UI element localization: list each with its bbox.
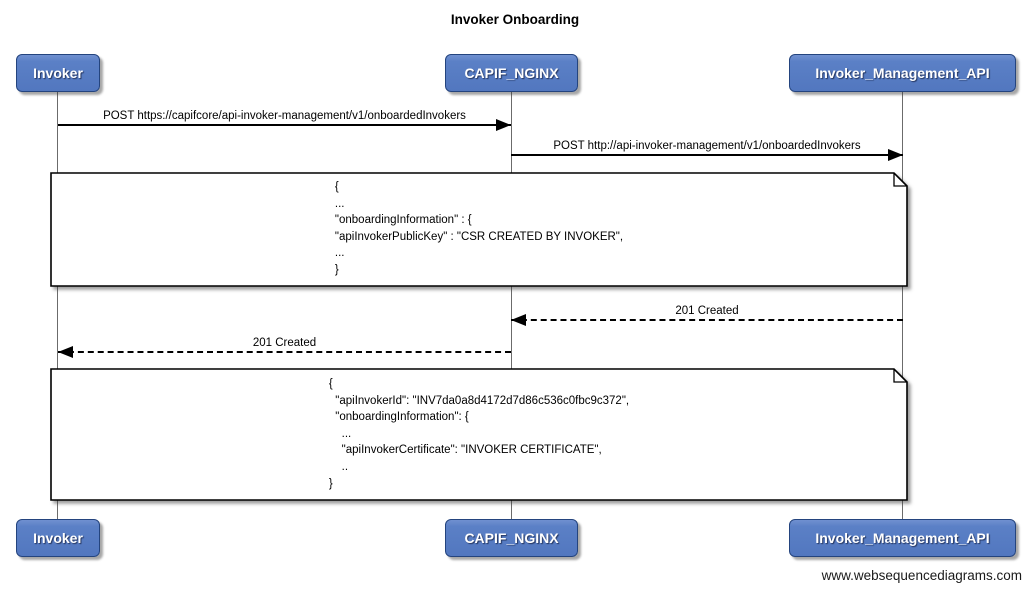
- diagram-title: Invoker Onboarding: [450, 12, 580, 27]
- message-label: 201 Created: [675, 305, 739, 317]
- actor-bottom-invoker: Invoker: [16, 519, 100, 557]
- message-line: [58, 351, 511, 353]
- actor-label: Invoker: [33, 65, 83, 81]
- message-line: [58, 124, 511, 126]
- watermark: www.websequencediagrams.com: [821, 568, 1022, 583]
- note-fold-icon: [893, 369, 907, 383]
- lifeline-invoker: [57, 92, 58, 519]
- message-label: POST https://capifcore/api-invoker-manag…: [103, 110, 466, 122]
- note-shape: [50, 368, 908, 501]
- message-label: POST http://api-invoker-management/v1/on…: [553, 140, 861, 152]
- actor-top-invoker: Invoker: [16, 54, 100, 92]
- actor-label: CAPIF_NGINX: [464, 65, 559, 81]
- message-label: 201 Created: [252, 337, 317, 349]
- note-text: { "apiInvokerId": "INV7da0a8d4172d7d86c5…: [328, 378, 630, 490]
- actor-label: Invoker: [33, 530, 83, 546]
- lifeline-capif-nginx: [511, 92, 512, 519]
- message-line: [511, 154, 903, 156]
- arrowhead-left-icon: [58, 346, 73, 358]
- actor-label: Invoker_Management_API: [815, 530, 990, 546]
- note-request-body: { ... "onboardingInformation" : { "apiIn…: [50, 172, 908, 287]
- note-shape: [50, 172, 908, 287]
- note-response-body: { "apiInvokerId": "INV7da0a8d4172d7d86c5…: [50, 368, 908, 501]
- actor-label: CAPIF_NGINX: [464, 530, 559, 546]
- arrowhead-right-icon: [496, 119, 511, 131]
- actor-top-invoker-management-api: Invoker_Management_API: [789, 54, 1016, 92]
- actor-bottom-invoker-management-api: Invoker_Management_API: [789, 519, 1016, 557]
- actor-bottom-capif-nginx: CAPIF_NGINX: [445, 519, 578, 557]
- actor-label: Invoker_Management_API: [815, 65, 990, 81]
- note-text: { ... "onboardingInformation" : { "apiIn…: [334, 181, 624, 276]
- actor-top-capif-nginx: CAPIF_NGINX: [445, 54, 578, 92]
- arrowhead-right-icon: [888, 149, 903, 161]
- arrowhead-left-icon: [511, 314, 526, 326]
- lifeline-invoker-management-api: [902, 92, 903, 519]
- note-fold-icon: [893, 173, 907, 187]
- message-line: [511, 319, 903, 321]
